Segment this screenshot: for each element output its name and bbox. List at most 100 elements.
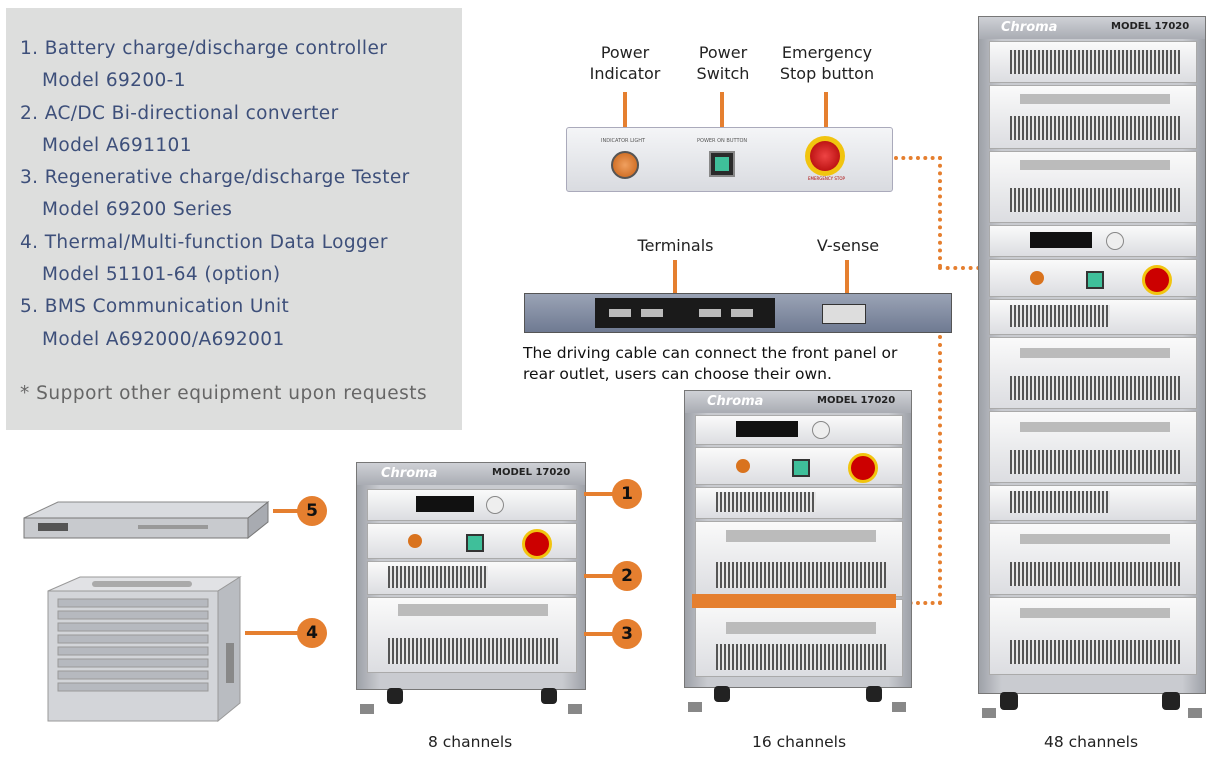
leader-switch <box>720 92 724 132</box>
rack-16ch-logo: Chroma <box>707 394 764 409</box>
leader-4 <box>245 631 301 635</box>
rack-16ch-tester-2 <box>695 599 903 677</box>
leader-estop <box>824 92 828 132</box>
bms-unit <box>18 500 273 542</box>
legend-item-4-title: 4. Thermal/Multi-function Data Logger <box>20 231 388 253</box>
rack-48ch-tester-4 <box>989 411 1197 483</box>
rack-8ch-foot-l <box>360 704 374 714</box>
rack-8ch-converter <box>367 561 577 595</box>
rack-48ch-control-panel <box>989 259 1197 297</box>
cable-note-line2: rear outlet, users can choose their own. <box>523 365 832 383</box>
rack-8ch-model: MODEL 17020 <box>492 467 571 478</box>
badge-2: 2 <box>612 561 642 591</box>
panel-switch-text: POWER ON BUTTON <box>697 138 748 144</box>
caption-8-channels: 8 channels <box>428 733 513 751</box>
badge-1: 1 <box>612 479 642 509</box>
label-terminals: Terminals <box>637 236 714 255</box>
rack-16ch: Chroma MODEL 17020 <box>684 390 912 688</box>
connector-panel-v <box>938 156 942 268</box>
connector-terminal-h <box>894 601 942 605</box>
rack-48ch-model: MODEL 17020 <box>1111 21 1190 32</box>
rack-16ch-control-panel <box>695 447 903 485</box>
legend-item-3-title: 3. Regenerative charge/discharge Tester <box>20 167 410 189</box>
label-power-indicator: Power Indicator <box>580 42 670 84</box>
rack-8ch-wheel-r <box>541 688 557 704</box>
leader-indicator <box>623 92 627 132</box>
caption-16-channels: 16 channels <box>752 733 847 751</box>
rack-48ch-converter-1 <box>989 299 1197 335</box>
leader-vsense <box>845 260 849 303</box>
legend-item-2-title: 2. AC/DC Bi-directional converter <box>20 102 339 124</box>
rack-48ch-foot-l <box>982 708 996 718</box>
rack-8ch-wheel-l <box>387 688 403 704</box>
rack-48ch-converter-2 <box>989 485 1197 521</box>
legend-box: 1. Battery charge/discharge controller M… <box>6 8 462 430</box>
power-indicator-light <box>611 151 639 179</box>
label-emergency-stop-line2: Stop button <box>779 64 875 83</box>
label-emergency-stop: Emergency Stop button <box>775 42 879 84</box>
badge-4: 4 <box>297 618 327 648</box>
cable-note: The driving cable can connect the front … <box>523 343 897 385</box>
rack-48ch-wheel-l <box>1000 692 1018 710</box>
legend-item-2-model: Model A691101 <box>42 134 192 156</box>
label-vsense: V-sense <box>816 236 880 255</box>
rack-16ch-foot-r <box>892 702 906 712</box>
vsense-connector <box>822 304 866 324</box>
connector-panel-h2 <box>938 266 988 270</box>
label-power-switch: Power Switch <box>683 42 763 84</box>
panel-estop-text: EMERGENCY STOP <box>808 176 845 181</box>
leader-5 <box>273 509 301 513</box>
rack-16ch-wheel-l <box>714 686 730 702</box>
label-power-indicator-line1: Power <box>600 43 650 62</box>
leader-3 <box>584 632 614 636</box>
terminal-block <box>595 298 775 328</box>
rack-48ch-logo: Chroma <box>1001 20 1058 35</box>
terminal-panel <box>524 293 952 333</box>
badge-5: 5 <box>297 496 327 526</box>
caption-48-channels: 48 channels <box>1044 733 1139 751</box>
rack-8ch: Chroma MODEL 17020 <box>356 462 586 690</box>
legend-item-4-model: Model 51101-64 (option) <box>42 264 281 286</box>
control-panel: INDICATOR LIGHT POWER ON BUTTON EMERGENC… <box>566 127 893 192</box>
power-switch-button[interactable] <box>709 151 735 177</box>
rack-16ch-foot-l <box>688 702 702 712</box>
rack-8ch-foot-r <box>568 704 582 714</box>
label-emergency-stop-line1: Emergency <box>781 43 873 62</box>
label-power-switch-line2: Switch <box>696 64 750 83</box>
legend-list: 1. Battery charge/discharge controller M… <box>20 33 410 356</box>
leader-2 <box>584 574 614 578</box>
legend-item-1-model: Model 69200-1 <box>42 70 186 92</box>
leader-1 <box>584 492 614 496</box>
rack-16ch-header: Chroma MODEL 17020 <box>685 391 911 413</box>
estop-button[interactable] <box>805 136 845 176</box>
rack-48ch-wheel-r <box>1162 692 1180 710</box>
label-power-switch-line1: Power <box>698 43 748 62</box>
rack-48ch-foot-r <box>1188 708 1202 718</box>
rack-48ch-tester-1 <box>989 85 1197 149</box>
rack-8ch-header: Chroma MODEL 17020 <box>357 463 585 485</box>
connector-panel-h1 <box>894 156 942 160</box>
rack-8ch-tester <box>367 597 577 673</box>
rack-16ch-model: MODEL 17020 <box>817 395 896 406</box>
rack-16ch-converter <box>695 487 903 519</box>
cable-note-line1: The driving cable can connect the front … <box>523 344 898 362</box>
rack-48ch-header: Chroma MODEL 17020 <box>979 17 1205 39</box>
rack-48ch-tester-5 <box>989 523 1197 595</box>
leader-terminals <box>673 260 677 303</box>
legend-note: * Support other equipment upon requests <box>20 383 428 404</box>
panel-indicator-text: INDICATOR LIGHT <box>601 138 646 144</box>
rack-16ch-tester-1 <box>695 521 903 597</box>
rack-8ch-controller <box>367 489 577 521</box>
rack-16ch-controller <box>695 415 903 445</box>
rack-16ch-cable-highlight <box>692 594 896 608</box>
rack-16ch-wheel-r <box>866 686 882 702</box>
rack-48ch-tester-2 <box>989 151 1197 223</box>
legend-item-3-model: Model 69200 Series <box>42 199 233 221</box>
rack-48ch-unit-a <box>989 41 1197 83</box>
connector-terminal-v <box>938 335 942 605</box>
rack-48ch-tester-3 <box>989 337 1197 409</box>
rack-8ch-control-panel <box>367 523 577 559</box>
rack-48ch-tester-6 <box>989 597 1197 675</box>
legend-item-5-title: 5. BMS Communication Unit <box>20 296 290 318</box>
badge-3: 3 <box>612 619 642 649</box>
